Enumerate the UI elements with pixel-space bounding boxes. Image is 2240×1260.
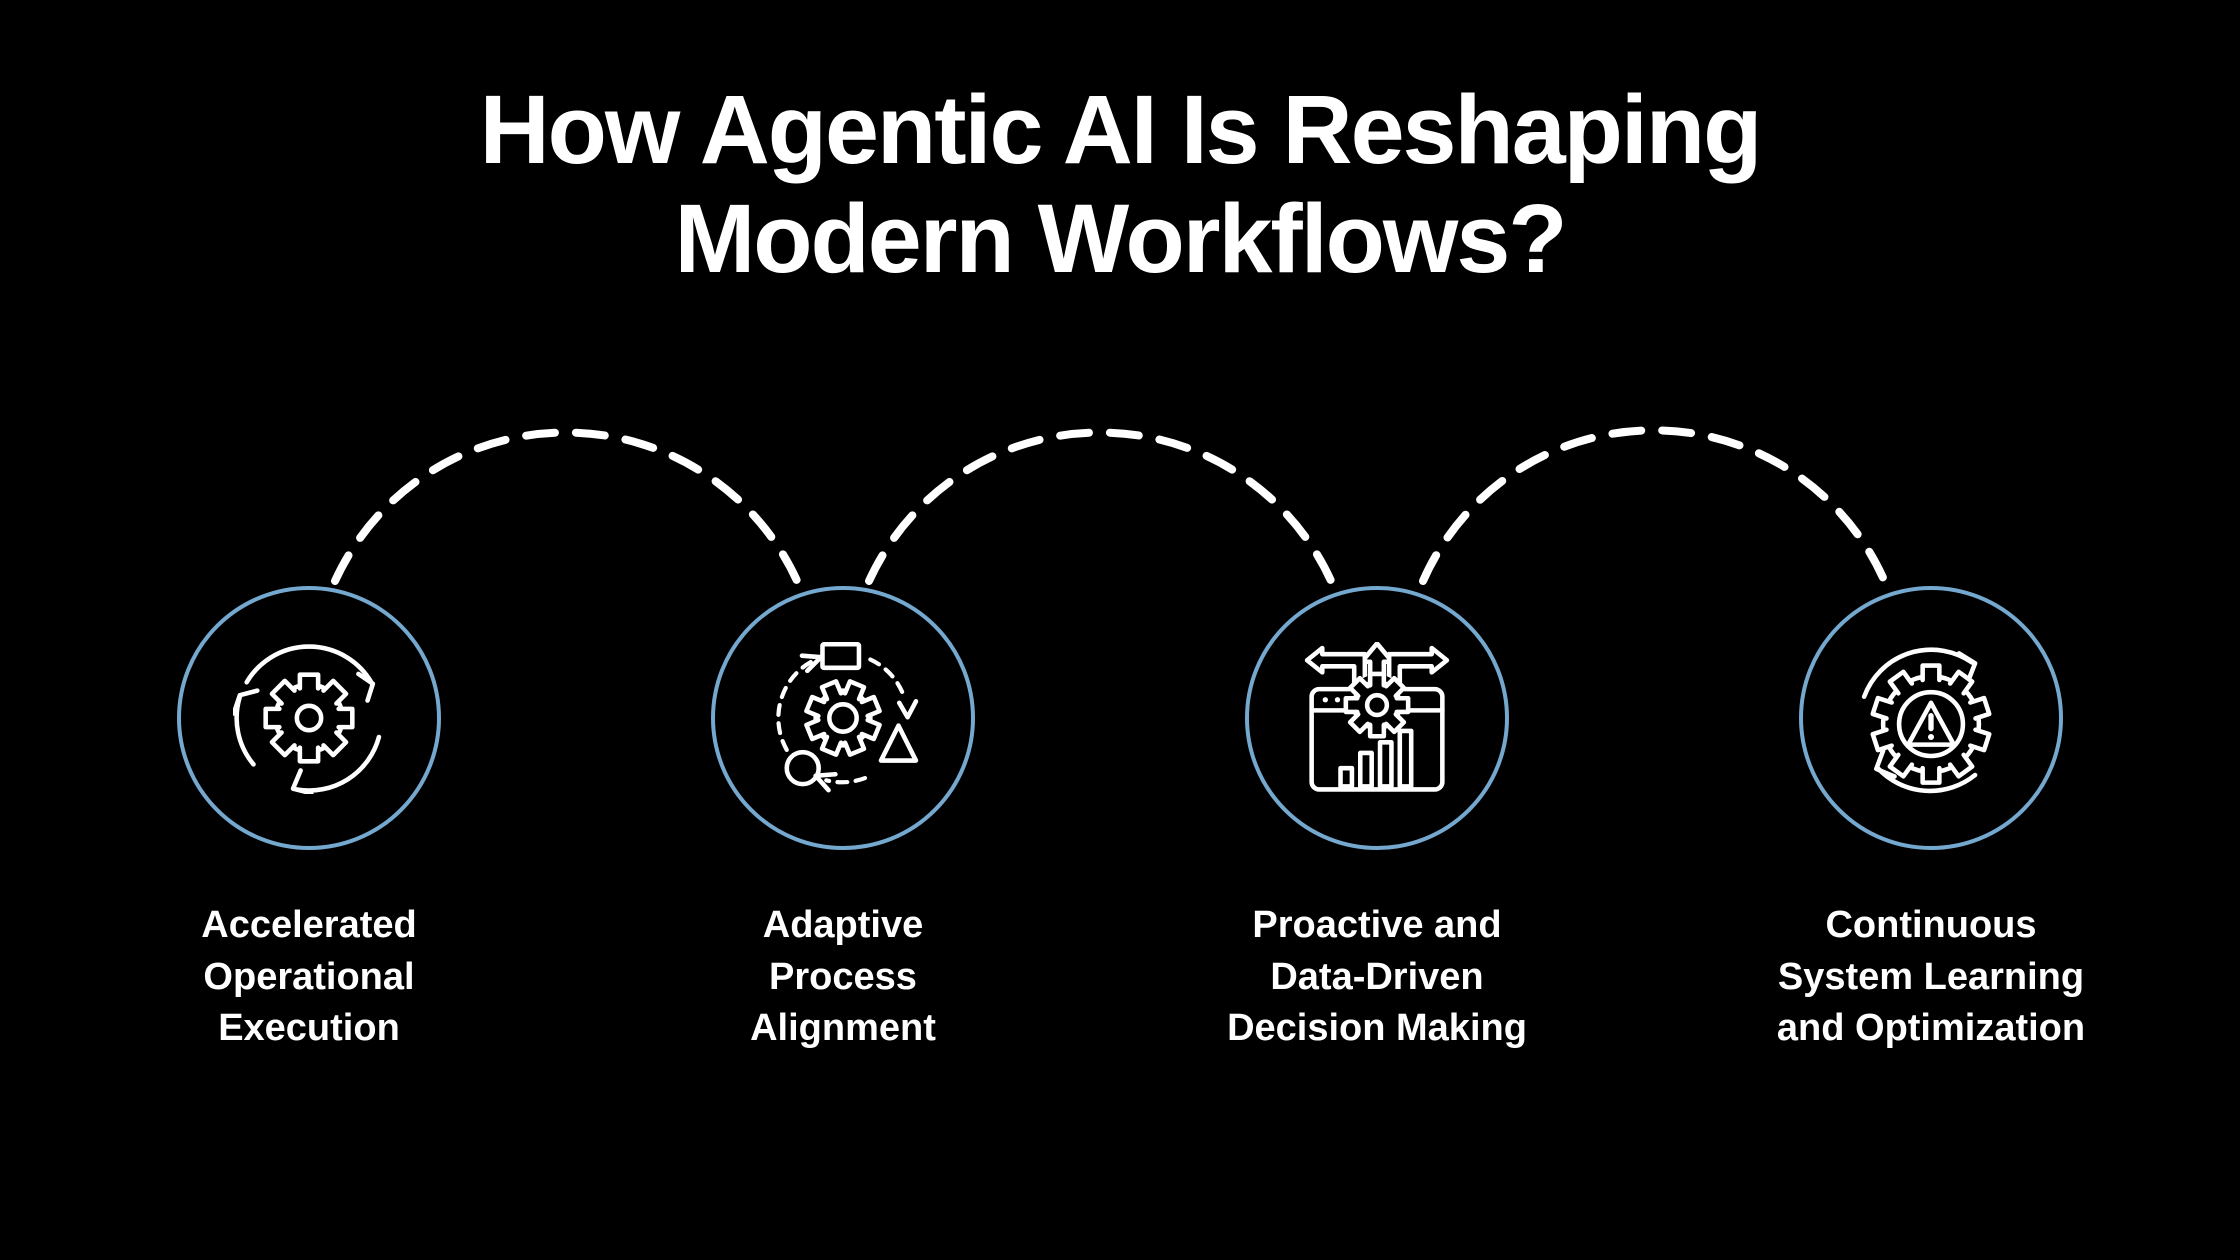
step-3-label: Proactive and Data-Driven Decision Makin… [1147, 900, 1607, 1055]
step-2-label-line: Adaptive [762, 904, 924, 946]
step-3-label-line: Proactive and [1252, 904, 1502, 946]
analytics-decision-arrows-icon [1304, 642, 1450, 792]
connector-arc-3 [1419, 426, 1893, 596]
step-3-label-line: Decision Making [1227, 1007, 1527, 1050]
step-1-label-line: Execution [218, 1007, 400, 1050]
step-1-label-line: Accelerated [201, 904, 417, 946]
step-2: Adaptive Process Alignment [613, 586, 1073, 1055]
gear-glyph [263, 672, 355, 764]
triangle-shape [878, 723, 919, 763]
page-title: How Agentic AI Is Reshaping Modern Workf… [0, 75, 2240, 293]
step-4-label: Continuous System Learning and Optimizat… [1701, 900, 2161, 1055]
gear-warning-refresh-icon [1861, 647, 1992, 794]
circle-shape [784, 749, 821, 787]
gear-glyph [1343, 671, 1411, 739]
warning-triangle-icon [1905, 700, 1957, 747]
step-2-label-line: Alignment [750, 1007, 936, 1050]
step-2-circle [711, 586, 975, 850]
step-4: Continuous System Learning and Optimizat… [1701, 586, 2161, 1055]
gear-cycle-arrows-icon [233, 644, 382, 794]
step-4-circle [1799, 586, 2063, 850]
step-1: Accelerated Operational Execution [79, 586, 539, 1055]
step-3-label-line: Data-Driven [1270, 955, 1484, 998]
gear-glyph [804, 679, 882, 757]
step-3: Proactive and Data-Driven Decision Makin… [1147, 586, 1607, 1055]
bar-chart [1338, 728, 1414, 789]
step-4-label-line: and Optimization [1776, 1007, 2086, 1050]
step-1-label: Accelerated Operational Execution [79, 900, 539, 1055]
gear-glyph [1870, 663, 1992, 785]
title-line-1: How Agentic AI Is Reshaping [479, 75, 1763, 184]
step-2-label: Adaptive Process Alignment [613, 900, 1073, 1055]
step-4-label-line: Continuous [1825, 904, 2037, 946]
step-1-label-line: Operational [203, 955, 415, 998]
step-3-circle [1245, 586, 1509, 850]
step-1-circle [177, 586, 441, 850]
step-2-label-line: Process [769, 955, 917, 998]
step-4-label-line: System Learning [1777, 955, 2085, 998]
title-line-2: Modern Workflows? [674, 183, 1567, 293]
connector-arc-2 [865, 428, 1339, 594]
connector-arc-1 [331, 428, 805, 594]
gear-shapes-cycle-icon [776, 642, 919, 793]
square-shape [820, 642, 862, 671]
